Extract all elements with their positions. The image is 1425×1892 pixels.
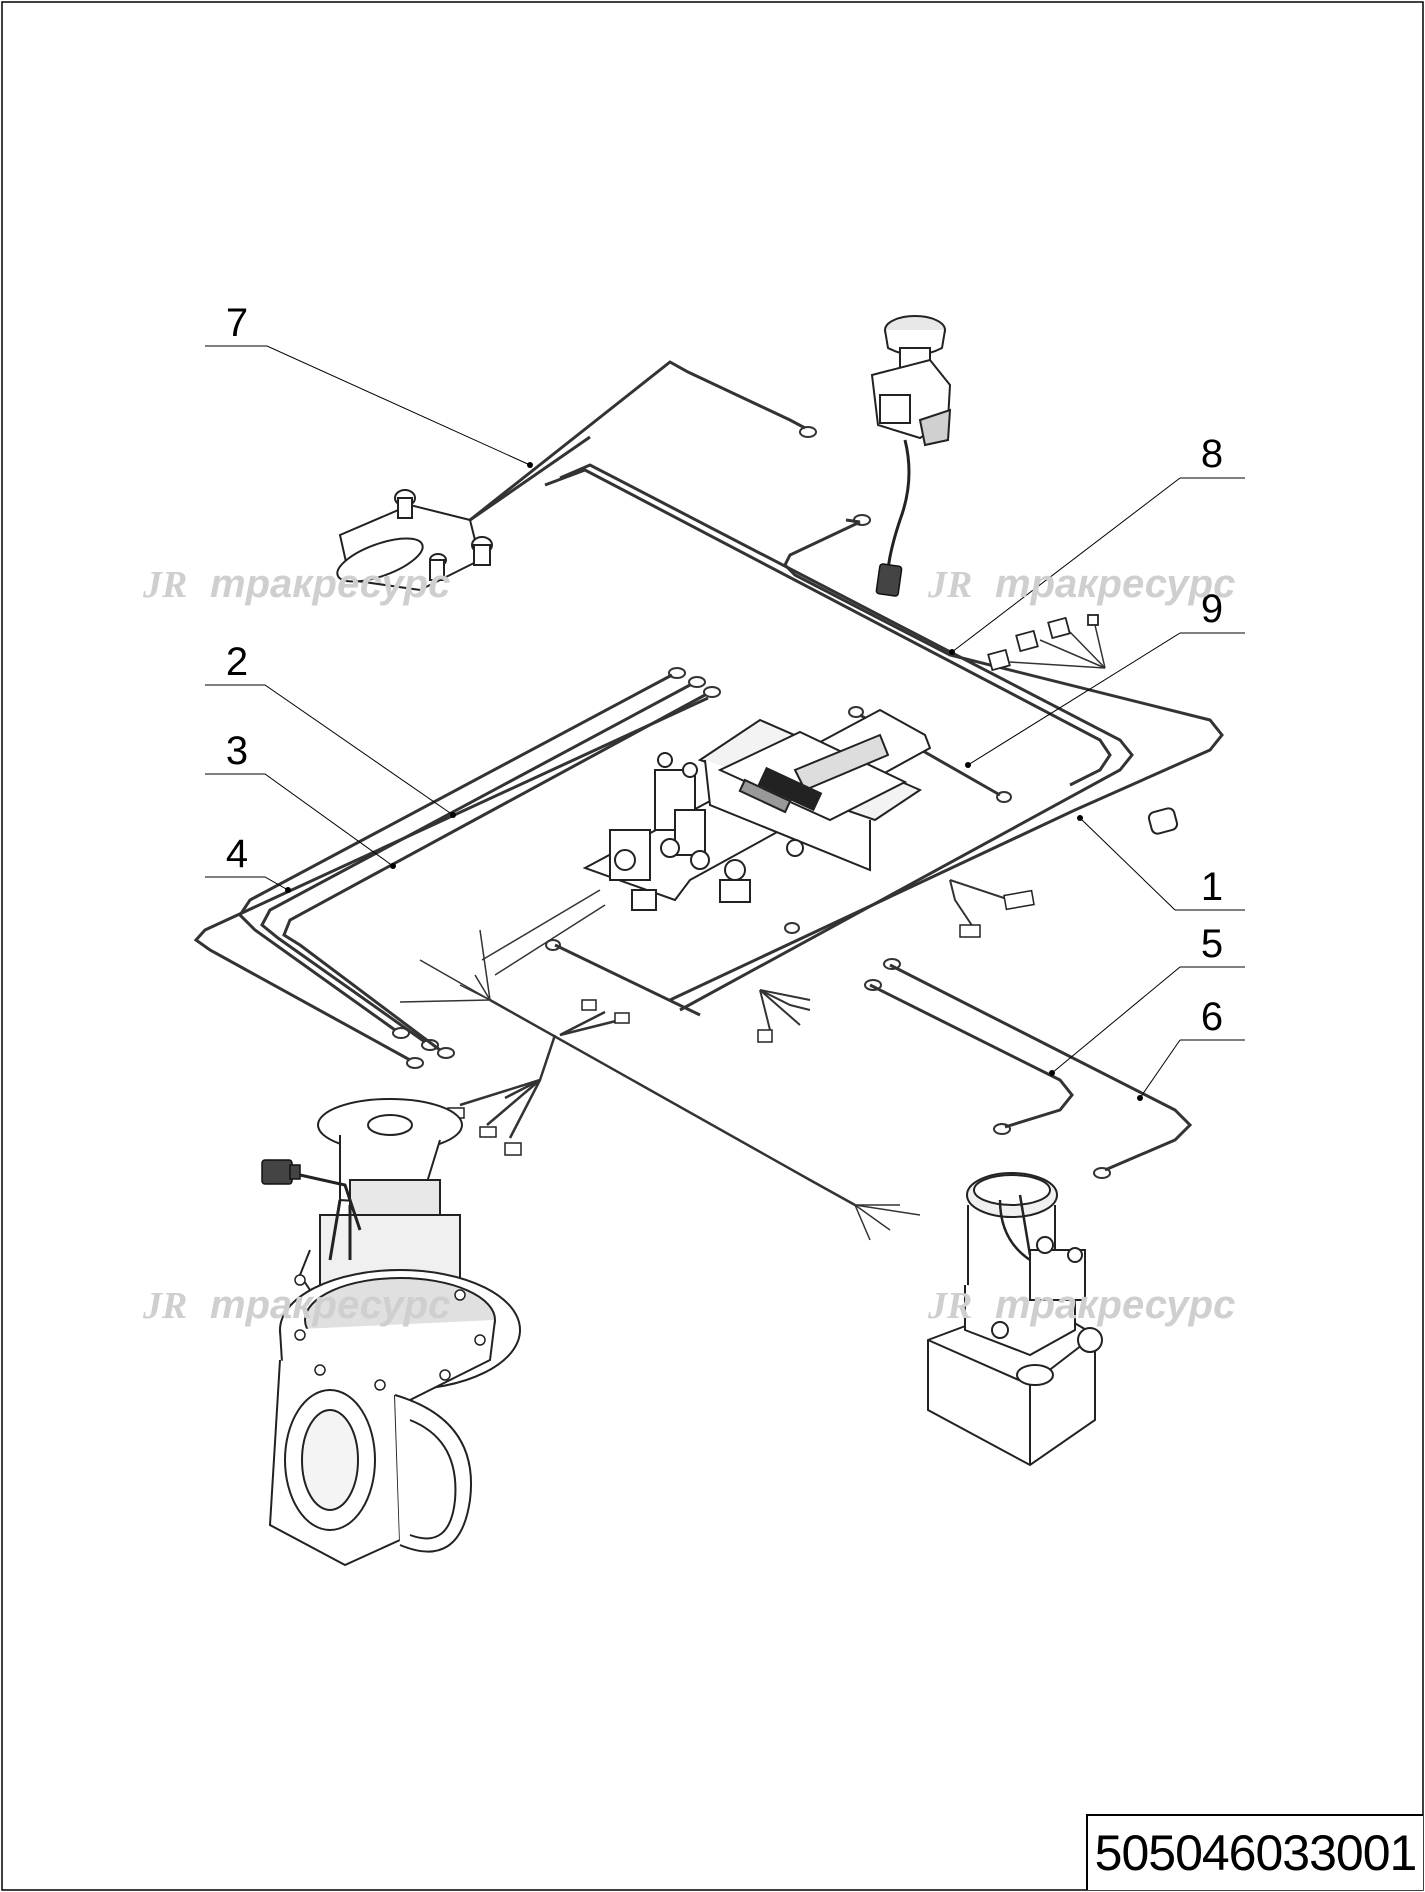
svg-text:JR: JR (142, 564, 187, 606)
pump-unit (927, 1172, 1103, 1467)
battery-connector (336, 489, 493, 592)
cable-4 (282, 693, 706, 1052)
ring-terminal-7 (799, 426, 817, 438)
svg-text:JR: JR (927, 564, 972, 606)
connector-cluster-right (987, 614, 1099, 672)
ring-terminals-2-3-4 (392, 667, 721, 1069)
ring-terminal-8 (853, 514, 871, 526)
cable-5 (869, 983, 1074, 1129)
watermark-top-right: JR тракресурс (927, 562, 1235, 606)
connectors-mid (757, 889, 1035, 1043)
motor-leads (299, 1173, 362, 1261)
callout-8: 8 (1201, 432, 1223, 476)
drive-unit (268, 1098, 521, 1567)
leader-lines (205, 345, 1245, 1099)
callout-9: 9 (1201, 587, 1223, 631)
svg-text:тракресурс: тракресурс (210, 1283, 450, 1327)
cable-4-outer (193, 696, 709, 1062)
ring-terminals-lower (545, 922, 800, 951)
svg-text:JR: JR (142, 1285, 187, 1327)
leader-dots (285, 462, 1143, 1101)
central-harness (459, 998, 856, 1207)
callout-6: 6 (1201, 995, 1223, 1039)
svg-text:тракресурс: тракресурс (995, 562, 1235, 606)
watermark-bottom-right: JR тракресурс (927, 1283, 1235, 1327)
harness-mid (759, 879, 1011, 1031)
panel-leads (481, 889, 606, 976)
watermark-bottom-left: JR тракресурс (142, 1283, 450, 1327)
emergency-stop-switch (870, 315, 952, 447)
svg-text:тракресурс: тракресурс (995, 1283, 1235, 1327)
svg-text:JR: JR (927, 1285, 972, 1327)
ring-terminals-9 (848, 706, 1012, 803)
branch-leads-right (1009, 624, 1106, 669)
callout-5: 5 (1201, 922, 1223, 966)
drive-bolts (294, 1274, 486, 1391)
short-cable-lower (554, 943, 701, 1017)
callout-1: 1 (1201, 865, 1223, 909)
svg-text:тракресурс: тракресурс (210, 562, 450, 606)
small-connectors-left (447, 999, 630, 1156)
harness-end-leads (854, 1204, 921, 1241)
cable-8 (669, 518, 1224, 1002)
callout-3: 3 (226, 729, 248, 773)
cable-1 (544, 463, 1134, 1012)
callout-4: 4 (226, 832, 248, 876)
callout-7: 7 (226, 301, 248, 345)
callout-2: 2 (226, 640, 248, 684)
switch-lead (886, 439, 911, 571)
pump-leads (998, 1194, 1032, 1262)
ring-terminals-5-6 (864, 958, 1111, 1179)
drawing-number: 505046033001 (1086, 1814, 1423, 1890)
small-leads-left (399, 929, 491, 1003)
contactor-block (609, 752, 804, 911)
round-connector (1147, 807, 1179, 835)
cable-7 (469, 360, 806, 522)
cable-6 (889, 963, 1193, 1172)
motor-plug (261, 1159, 301, 1185)
watermark-top-left: JR тракресурс (142, 562, 450, 606)
switch-plug (875, 563, 903, 597)
